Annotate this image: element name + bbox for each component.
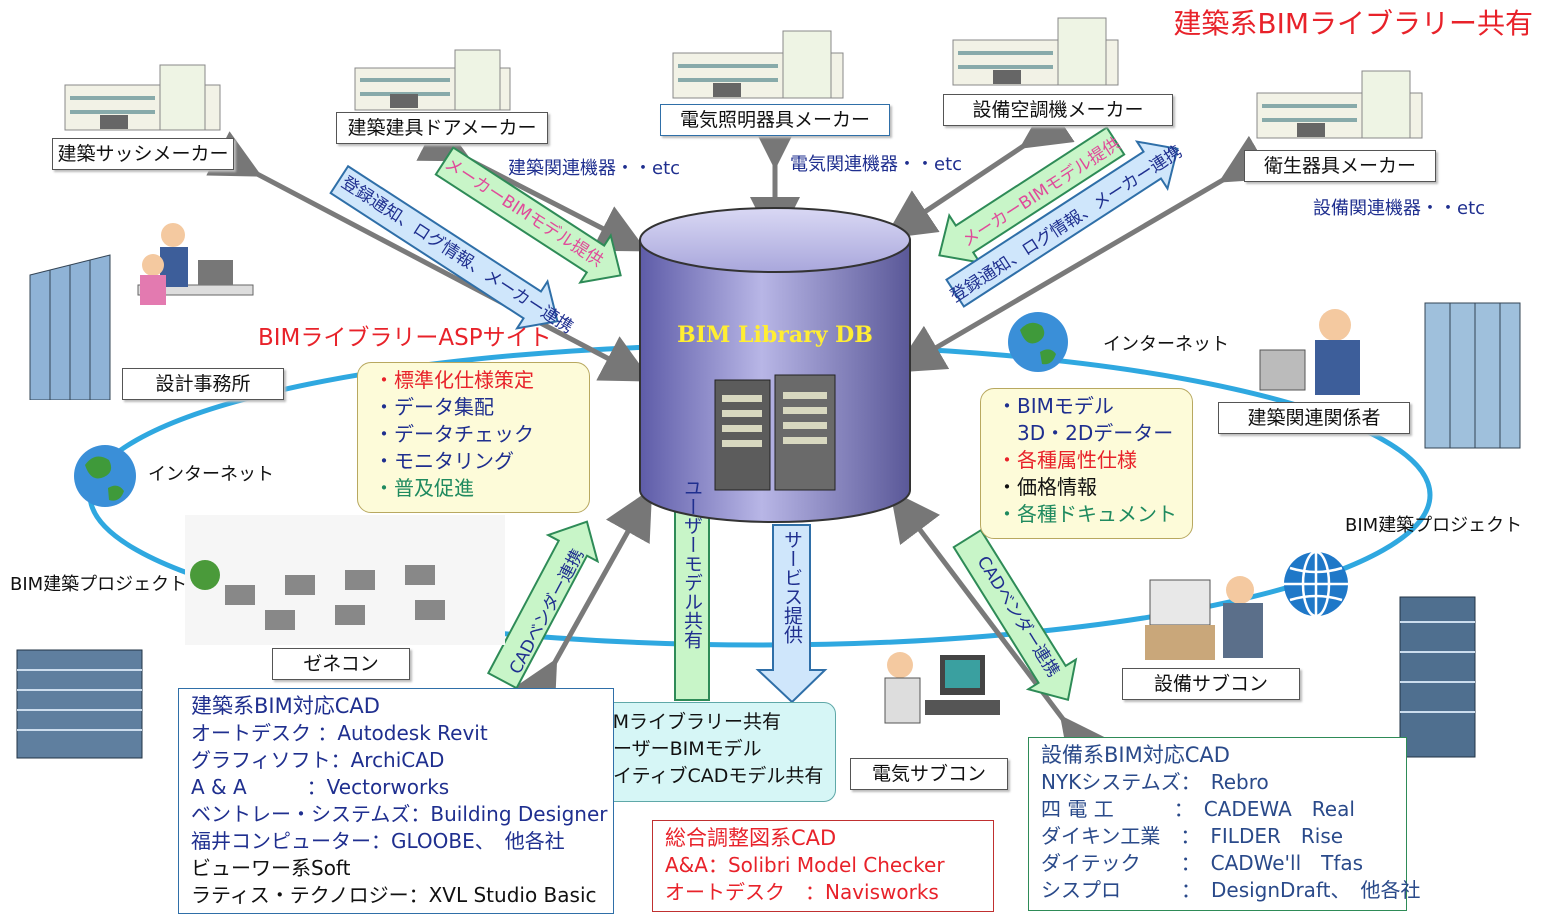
globe-icon-left xyxy=(74,445,136,507)
electrical-equipment-note: 電気関連機器・・etc xyxy=(790,154,963,175)
shared-item: ・ユーザーBIMモデル xyxy=(575,738,762,760)
mep-cad-row: ダイテック ： CADWe'll Tfas xyxy=(1041,851,1364,875)
facility-subcon-illustration xyxy=(1145,576,1263,660)
arch-cad-row: ビューワー系Soft xyxy=(191,856,351,880)
asp-service-item: ・データ集配 xyxy=(374,395,494,419)
internet-label-left: インターネット xyxy=(148,464,274,485)
arch-cad-row: オートデスク ：Autodesk Revit xyxy=(191,721,488,745)
coord-cad-row: A&A：Solibri Model Checker xyxy=(665,853,945,877)
arrow-service-label: サービス提供 xyxy=(781,530,803,644)
bim-project-label-right: BIM建築プロジェクト xyxy=(1345,515,1523,536)
facility-subcon-label: 設備サブコン xyxy=(1122,668,1300,700)
office-building-icon xyxy=(1424,302,1521,449)
office-building-icon xyxy=(29,254,111,400)
shared-item: ・BIMライブラリー共有 xyxy=(575,711,782,733)
bim-content-item: ・各種ドキュメント xyxy=(997,502,1177,526)
arrow-cad-vendor-left xyxy=(486,520,600,690)
coord-cad-row: オートデスク ：Navisworks xyxy=(665,880,939,904)
bim-content-box: ・BIMモデル 3D・2Dデーター ・各種属性仕様 ・価格情報 ・各種ドキュメン… xyxy=(980,388,1193,539)
factory-icon xyxy=(1256,70,1423,139)
bim-project-label-left: BIM建築プロジェクト xyxy=(10,574,188,595)
maker-lighting-label: 電気照明器具メーカー xyxy=(660,104,890,136)
diagram-title: 建築系BIMライブラリー共有 xyxy=(1173,7,1533,40)
asp-service-item: ・モニタリング xyxy=(374,449,514,473)
mep-cad-heading: 設備系BIM対応CAD xyxy=(1041,743,1230,767)
coord-cad-heading: 総合調整図系CAD xyxy=(665,826,837,850)
mep-cad-box: 設備系BIM対応CAD NYKシステムズ： Rebro 四 電 工 ： CADE… xyxy=(1028,737,1421,911)
arch-cad-row: グラフィソフト：ArchiCAD xyxy=(191,748,445,772)
general-contractor-office-illustration xyxy=(185,515,505,645)
maker-sash-label: 建築サッシメーカー xyxy=(52,138,234,170)
mep-cad-row: NYKシステムズ： Rebro xyxy=(1041,770,1269,794)
asp-services-box: ・標準化仕様策定 ・データ集配 ・データチェック ・モニタリング ・普及促進 xyxy=(357,362,590,513)
arch-cad-row: ベントレー・システムズ：Building Designer xyxy=(191,802,608,826)
mep-cad-row: 四 電 工 ： CADEWA Real xyxy=(1041,797,1355,821)
asp-site-label: BIMライブラリーASPサイト xyxy=(258,325,552,351)
arch-cad-row: 福井コンピューター：GLOOBE、 他各社 xyxy=(191,829,565,853)
arrow-reg-right xyxy=(945,140,1179,308)
office-building-icon xyxy=(16,649,143,759)
bim-content-item: ・各種属性仕様 xyxy=(997,448,1137,472)
stakeholders-label: 建築関連関係者 xyxy=(1218,402,1410,434)
arch-cad-row: A & A ：Vectorworks xyxy=(191,775,450,799)
globe-icon-right xyxy=(1008,312,1068,372)
arrow-maker-bim-left xyxy=(434,146,622,284)
arrow-service xyxy=(755,524,828,704)
asp-service-item: ・標準化仕様策定 xyxy=(374,368,534,392)
bim-content-item: 3D・2Dデーター xyxy=(997,421,1174,445)
arrow-maker-bim-right xyxy=(938,126,1126,264)
design-office-illustration xyxy=(137,223,254,305)
arch-cad-row: ラティス・テクノロジー：XVL Studio Basic xyxy=(191,883,597,907)
factory-icon xyxy=(952,17,1119,86)
database-cylinder xyxy=(639,207,911,523)
maker-door-label: 建築建具ドアメーカー xyxy=(336,112,548,144)
general-contractor-label: ゼネコン xyxy=(272,648,410,680)
arch-cad-box: 建築系BIM対応CAD オートデスク ：Autodesk Revit グラフィソ… xyxy=(178,688,614,914)
arrow-cad-vendor-right xyxy=(952,528,1078,702)
asp-service-item: ・普及促進 xyxy=(374,476,474,500)
bim-content-item: ・価格情報 xyxy=(997,475,1097,499)
electrical-subcon-label: 電気サブコン xyxy=(850,758,1008,790)
db-label: BIM Library DB xyxy=(677,322,873,348)
asp-service-item: ・データチェック xyxy=(374,422,534,446)
factory-icon xyxy=(64,64,221,131)
architecture-equipment-note: 建築関連機器・・etc xyxy=(508,158,681,179)
coord-cad-box: 総合調整図系CAD A&A：Solibri Model Checker オートデ… xyxy=(652,820,994,912)
office-building-icon xyxy=(1399,596,1476,758)
factory-icon xyxy=(354,49,511,111)
internet-label-right: インターネット xyxy=(1103,334,1229,355)
electrical-subcon-illustration xyxy=(884,652,1000,724)
design-office-label: 設計事務所 xyxy=(122,368,284,400)
stakeholder-illustration xyxy=(1259,309,1360,395)
arrow-reg-left xyxy=(329,164,559,330)
bim-content-item: ・BIMモデル xyxy=(997,394,1114,418)
maker-sanitary-label: 衛生器具メーカー xyxy=(1244,150,1436,182)
maker-hvac-label: 設備空調機メーカー xyxy=(943,94,1173,126)
mep-cad-row: シスプロ ： DesignDraft、 他各社 xyxy=(1041,878,1421,902)
web-globe-icon xyxy=(1284,550,1348,618)
shared-item: ・ネイティブCADモデル共有 xyxy=(575,765,824,787)
mep-cad-row: ダイキン工業 ： FILDER Rise xyxy=(1041,824,1344,848)
arch-cad-heading: 建築系BIM対応CAD xyxy=(191,694,380,718)
arrow-user-model-label: ユーザーモデル共有 xyxy=(681,478,703,649)
facility-equipment-note: 設備関連機器・・etc xyxy=(1313,198,1486,219)
factory-icon xyxy=(672,30,844,99)
